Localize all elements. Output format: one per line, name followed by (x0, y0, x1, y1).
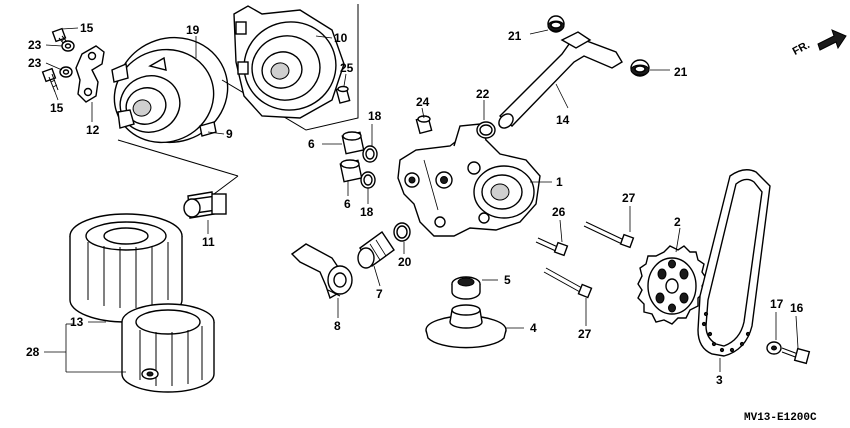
part-28-filter-upper (69, 213, 183, 323)
label-16: 16 (790, 301, 804, 315)
part-13-filter-lower (121, 303, 215, 393)
label-23-lower: 23 (28, 56, 42, 70)
part-24-dowel (415, 115, 433, 135)
label-23-upper: 23 (28, 38, 42, 52)
label-5: 5 (504, 273, 511, 287)
label-19: 19 (186, 23, 200, 37)
label-20: 20 (398, 255, 412, 269)
part-3-chain (697, 169, 771, 357)
label-17: 17 (770, 297, 784, 311)
label-8: 8 (334, 319, 341, 333)
label-21-right: 21 (674, 65, 688, 79)
part-5-oil-seal (451, 276, 481, 300)
label-15-lower: 15 (50, 101, 64, 115)
part-9-cooler-housing (111, 36, 229, 144)
label-24: 24 (416, 95, 430, 109)
label-3: 3 (716, 373, 723, 387)
part-16-bolt (781, 347, 811, 365)
front-direction-arrow: FR. (791, 29, 847, 58)
label-12: 12 (86, 123, 100, 137)
part-22-oring (476, 121, 496, 139)
part-7-strainer-joint (357, 231, 395, 269)
label-21-top: 21 (508, 29, 522, 43)
part-4-strainer-screen (425, 304, 507, 349)
label-25: 25 (340, 61, 354, 75)
label-2: 2 (674, 215, 681, 229)
label-27-lower: 27 (578, 327, 592, 341)
part-26-bolt (535, 237, 569, 257)
label-6-lower: 6 (344, 197, 351, 211)
front-direction-label: FR. (791, 39, 812, 58)
part-1-oil-pump (397, 123, 541, 237)
part-2-sprocket (637, 245, 707, 325)
part-20-oring (393, 222, 411, 242)
label-9: 9 (226, 127, 233, 141)
arrow-icon (817, 29, 847, 51)
label-18-lower: 18 (360, 205, 374, 219)
part-8-strainer-pipe (290, 243, 353, 300)
label-26: 26 (552, 205, 566, 219)
part-27-bolt-upper (583, 221, 635, 249)
part-27-bolt-lower (543, 267, 593, 299)
part-23-washer-upper (61, 40, 75, 52)
label-1: 1 (556, 175, 563, 189)
drawing-code: MV13-E1200C (744, 412, 817, 424)
part-11-fitting (183, 191, 227, 219)
part-12-plate (75, 45, 105, 103)
label-28: 28 (26, 345, 40, 359)
part-21-oring-top (547, 15, 565, 33)
part-25-pin (335, 85, 351, 104)
part-21-oring-right (630, 59, 650, 77)
label-11: 11 (202, 235, 215, 249)
label-27-upper: 27 (622, 191, 636, 205)
label-7: 7 (376, 287, 383, 301)
label-15-upper: 15 (80, 21, 94, 35)
label-18-upper: 18 (368, 109, 382, 123)
label-6-upper: 6 (308, 137, 315, 151)
label-13: 13 (70, 315, 84, 329)
callout-labels: 15 23 23 15 12 19 9 10 25 11 13 28 6 18 … (26, 21, 804, 387)
part-6-dowel-lower (339, 159, 363, 183)
part-14-oil-pipe (498, 31, 623, 129)
part-23-washer-lower (59, 66, 73, 78)
label-4: 4 (530, 321, 537, 335)
part-6-dowel-upper (341, 131, 365, 155)
part-17-washer (766, 341, 782, 355)
part-10-cooler (233, 5, 345, 119)
label-22: 22 (476, 87, 490, 101)
part-18-oring-upper (362, 145, 378, 163)
label-14: 14 (556, 113, 570, 127)
part-18-oring-lower (360, 171, 376, 189)
part-15-bolt-lower (41, 67, 59, 93)
label-10: 10 (334, 31, 348, 45)
